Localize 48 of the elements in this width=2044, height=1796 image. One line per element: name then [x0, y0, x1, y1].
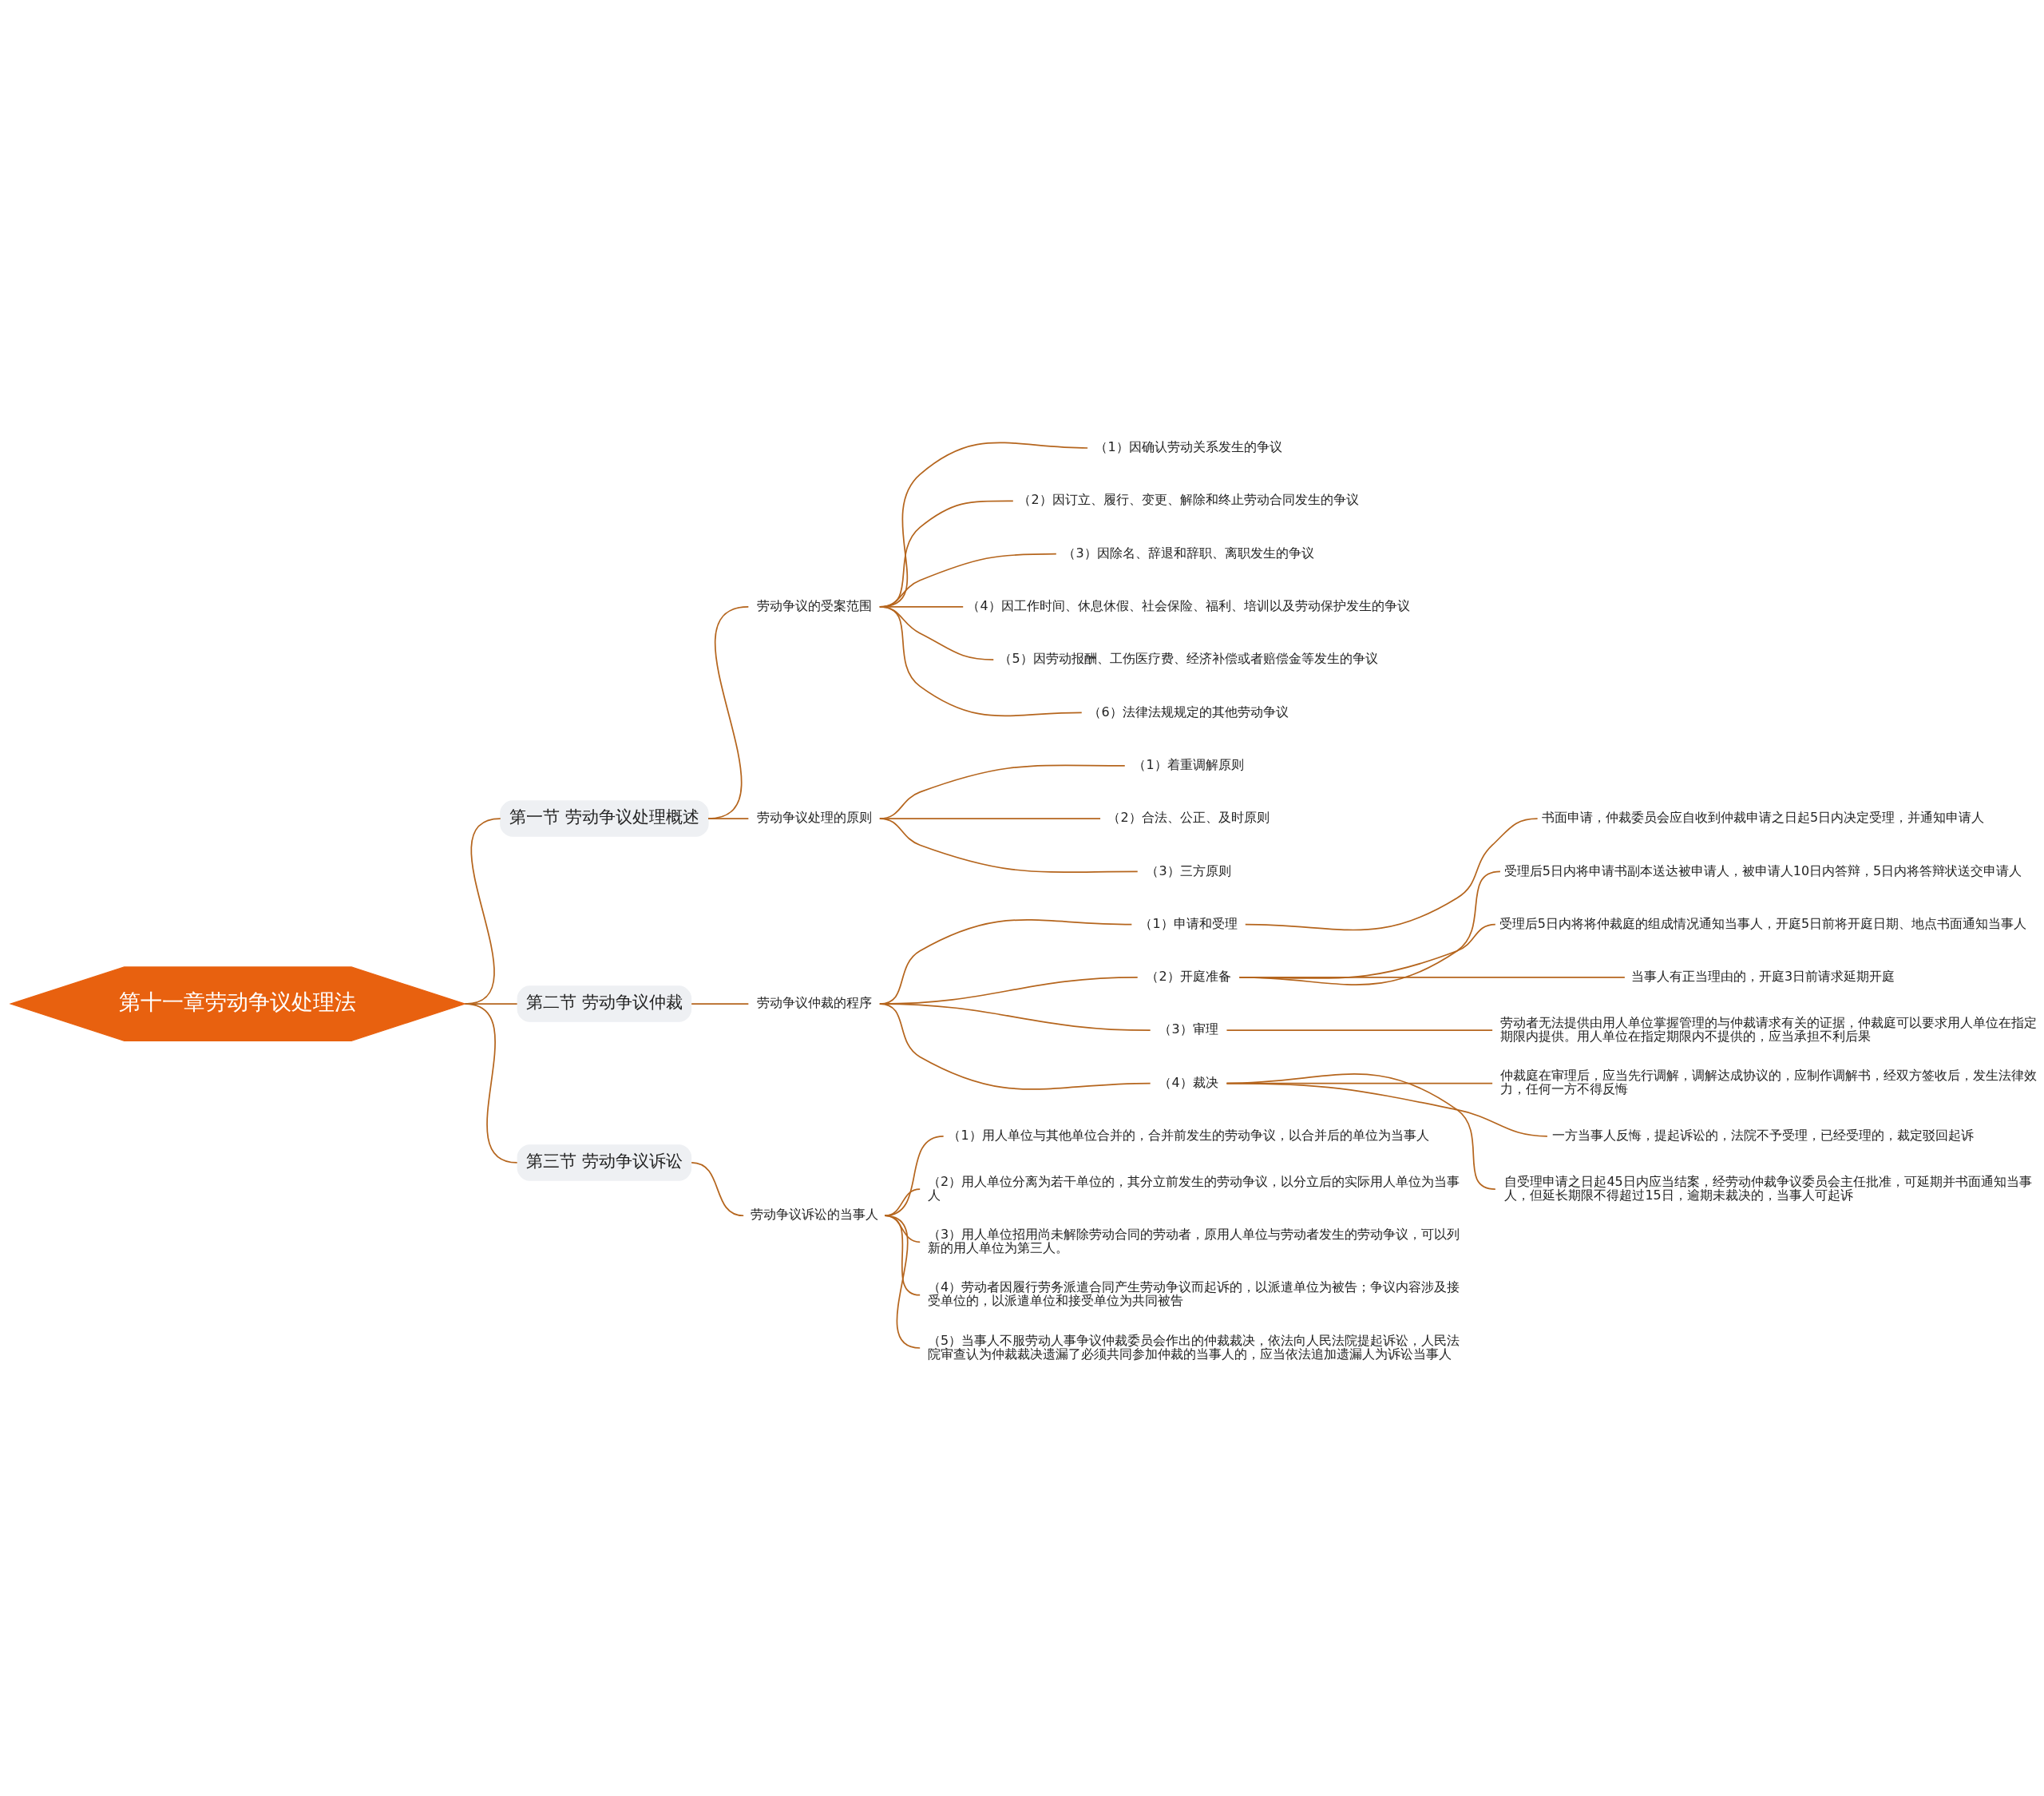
connector [691, 1162, 745, 1217]
node-text: （2）合法、公正、及时原则 [1107, 810, 1270, 826]
connector [464, 1003, 518, 1164]
node-text: 受理后5日内将申请书副本送达被申请人，被申请人10日内答辩，5日内将答辩状送交申请人 [1503, 862, 2022, 878]
node-text: （4）劳动者因履行劳务派遣合同产生劳动争议而起诉的，以派遣单位为被告；争议内容涉及接受单位的，以派遣单位和接受单位为共同被告 [928, 1279, 1460, 1309]
node-text: （3）因除名、辞退和辞职、离职发生的争议 [1063, 545, 1314, 561]
node-text: 劳动争议诉讼的当事人 [750, 1207, 878, 1223]
connector [879, 818, 1139, 873]
node-text: （3）三方原则 [1146, 862, 1231, 878]
node-text: 受理后5日内将将仲裁庭的组成情况通知当事人，开庭5日前将开庭日期、地点书面通知当事人 [1499, 915, 2027, 931]
node-text: 书面申请，仲裁委员会应自收到仲裁申请之日起5日内决定受理，并通知申请人 [1541, 810, 1985, 826]
node-text: （1）因确认劳动关系发生的争议 [1095, 439, 1282, 455]
node-text: 一方当事人反悔，提起诉讼的，法院不予受理，已经受理的，裁定驳回起诉 [1551, 1127, 1974, 1143]
connector [879, 606, 1083, 717]
connector [884, 1135, 945, 1217]
node-text: 自受理申请之日起45日内应当结案，经劳动仲裁争议委员会主任批准，可延期并书面通知当事人，但延长期限不得超过15日，逾期未裁决的，当事人可起诉 [1504, 1173, 2032, 1203]
node-text: 劳动者无法提供由用人单位掌握管理的与仲裁请求有关的证据，仲裁庭可以要求用人单位在指定期限内提供。用人单位在指定期限内不提供的，应当承担不利后果 [1499, 1014, 2037, 1044]
connector [879, 1003, 1151, 1090]
node-text: （2）用人单位分离为若干单位的，其分立前发生的劳动争议，以分立后的实际用人单位为当事人 [928, 1173, 1460, 1203]
connector [707, 818, 750, 819]
connector [1244, 818, 1539, 931]
connector [1226, 1073, 1496, 1190]
connector [707, 606, 750, 819]
node-text: （3）用人单位招用尚未解除劳动合同的劳动者，原用人单位与劳动者发生的劳动争议，可以列新的用人单位为第三人。 [928, 1226, 1460, 1256]
node-box: 第一节 劳动争议处理概述 [500, 800, 709, 837]
node-text: （5）当事人不服劳动人事争议仲裁委员会作出的仲裁裁决，依法向人民法院提起诉讼，人民法院审查认为仲裁裁决遗漏了必须共同参加仲裁的当事人的，应当依法追加遗漏人为诉讼当事人 [928, 1332, 1460, 1362]
connector [884, 1188, 921, 1217]
node-text: （6）法律法规规定的其他劳动争议 [1088, 704, 1289, 720]
node-text: （4）因工作时间、休息休假、社会保险、福利、培训以及劳动保护发生的争议 [967, 598, 1410, 614]
connector [1238, 977, 1626, 978]
node-text: （5）因劳动报酬、工伤医疗费、经济补偿或者赔偿金等发生的争议 [999, 651, 1378, 667]
node-text: （4）裁决 [1159, 1074, 1218, 1090]
node-text: 仲裁庭在审理后，应当先行调解，调解达成协议的，应制作调解书，经双方签收后，发生法律效力，任何一方不得反悔 [1499, 1068, 2037, 1097]
connector [1226, 1029, 1493, 1032]
node-text: 劳动争议处理的原则 [756, 810, 872, 826]
node-text: （2）因订立、履行、变更、解除和终止劳动合同发生的争议 [1018, 492, 1359, 508]
node-box: 第二节 劳动争议仲裁 [517, 985, 692, 1022]
node-text: （3）审理 [1159, 1021, 1218, 1037]
node-text: 当事人有正当理由的，开庭3日前请求延期开庭 [1630, 969, 1895, 985]
node-text: （1）用人单位与其他单位合并的，合并前发生的劳动争议，以合并后的单位为当事人 [948, 1127, 1429, 1143]
node-text: 劳动争议仲裁的程序 [756, 995, 872, 1011]
connector [691, 1003, 750, 1005]
node-text: （2）开庭准备 [1146, 969, 1231, 985]
node-text: 劳动争议的受案范围 [756, 598, 872, 614]
connector [884, 1215, 921, 1349]
node-text: （1）申请和受理 [1139, 915, 1238, 931]
node-text: （1）着重调解原则 [1133, 756, 1244, 772]
node-box: 第三节 劳动争议诉讼 [517, 1144, 692, 1181]
